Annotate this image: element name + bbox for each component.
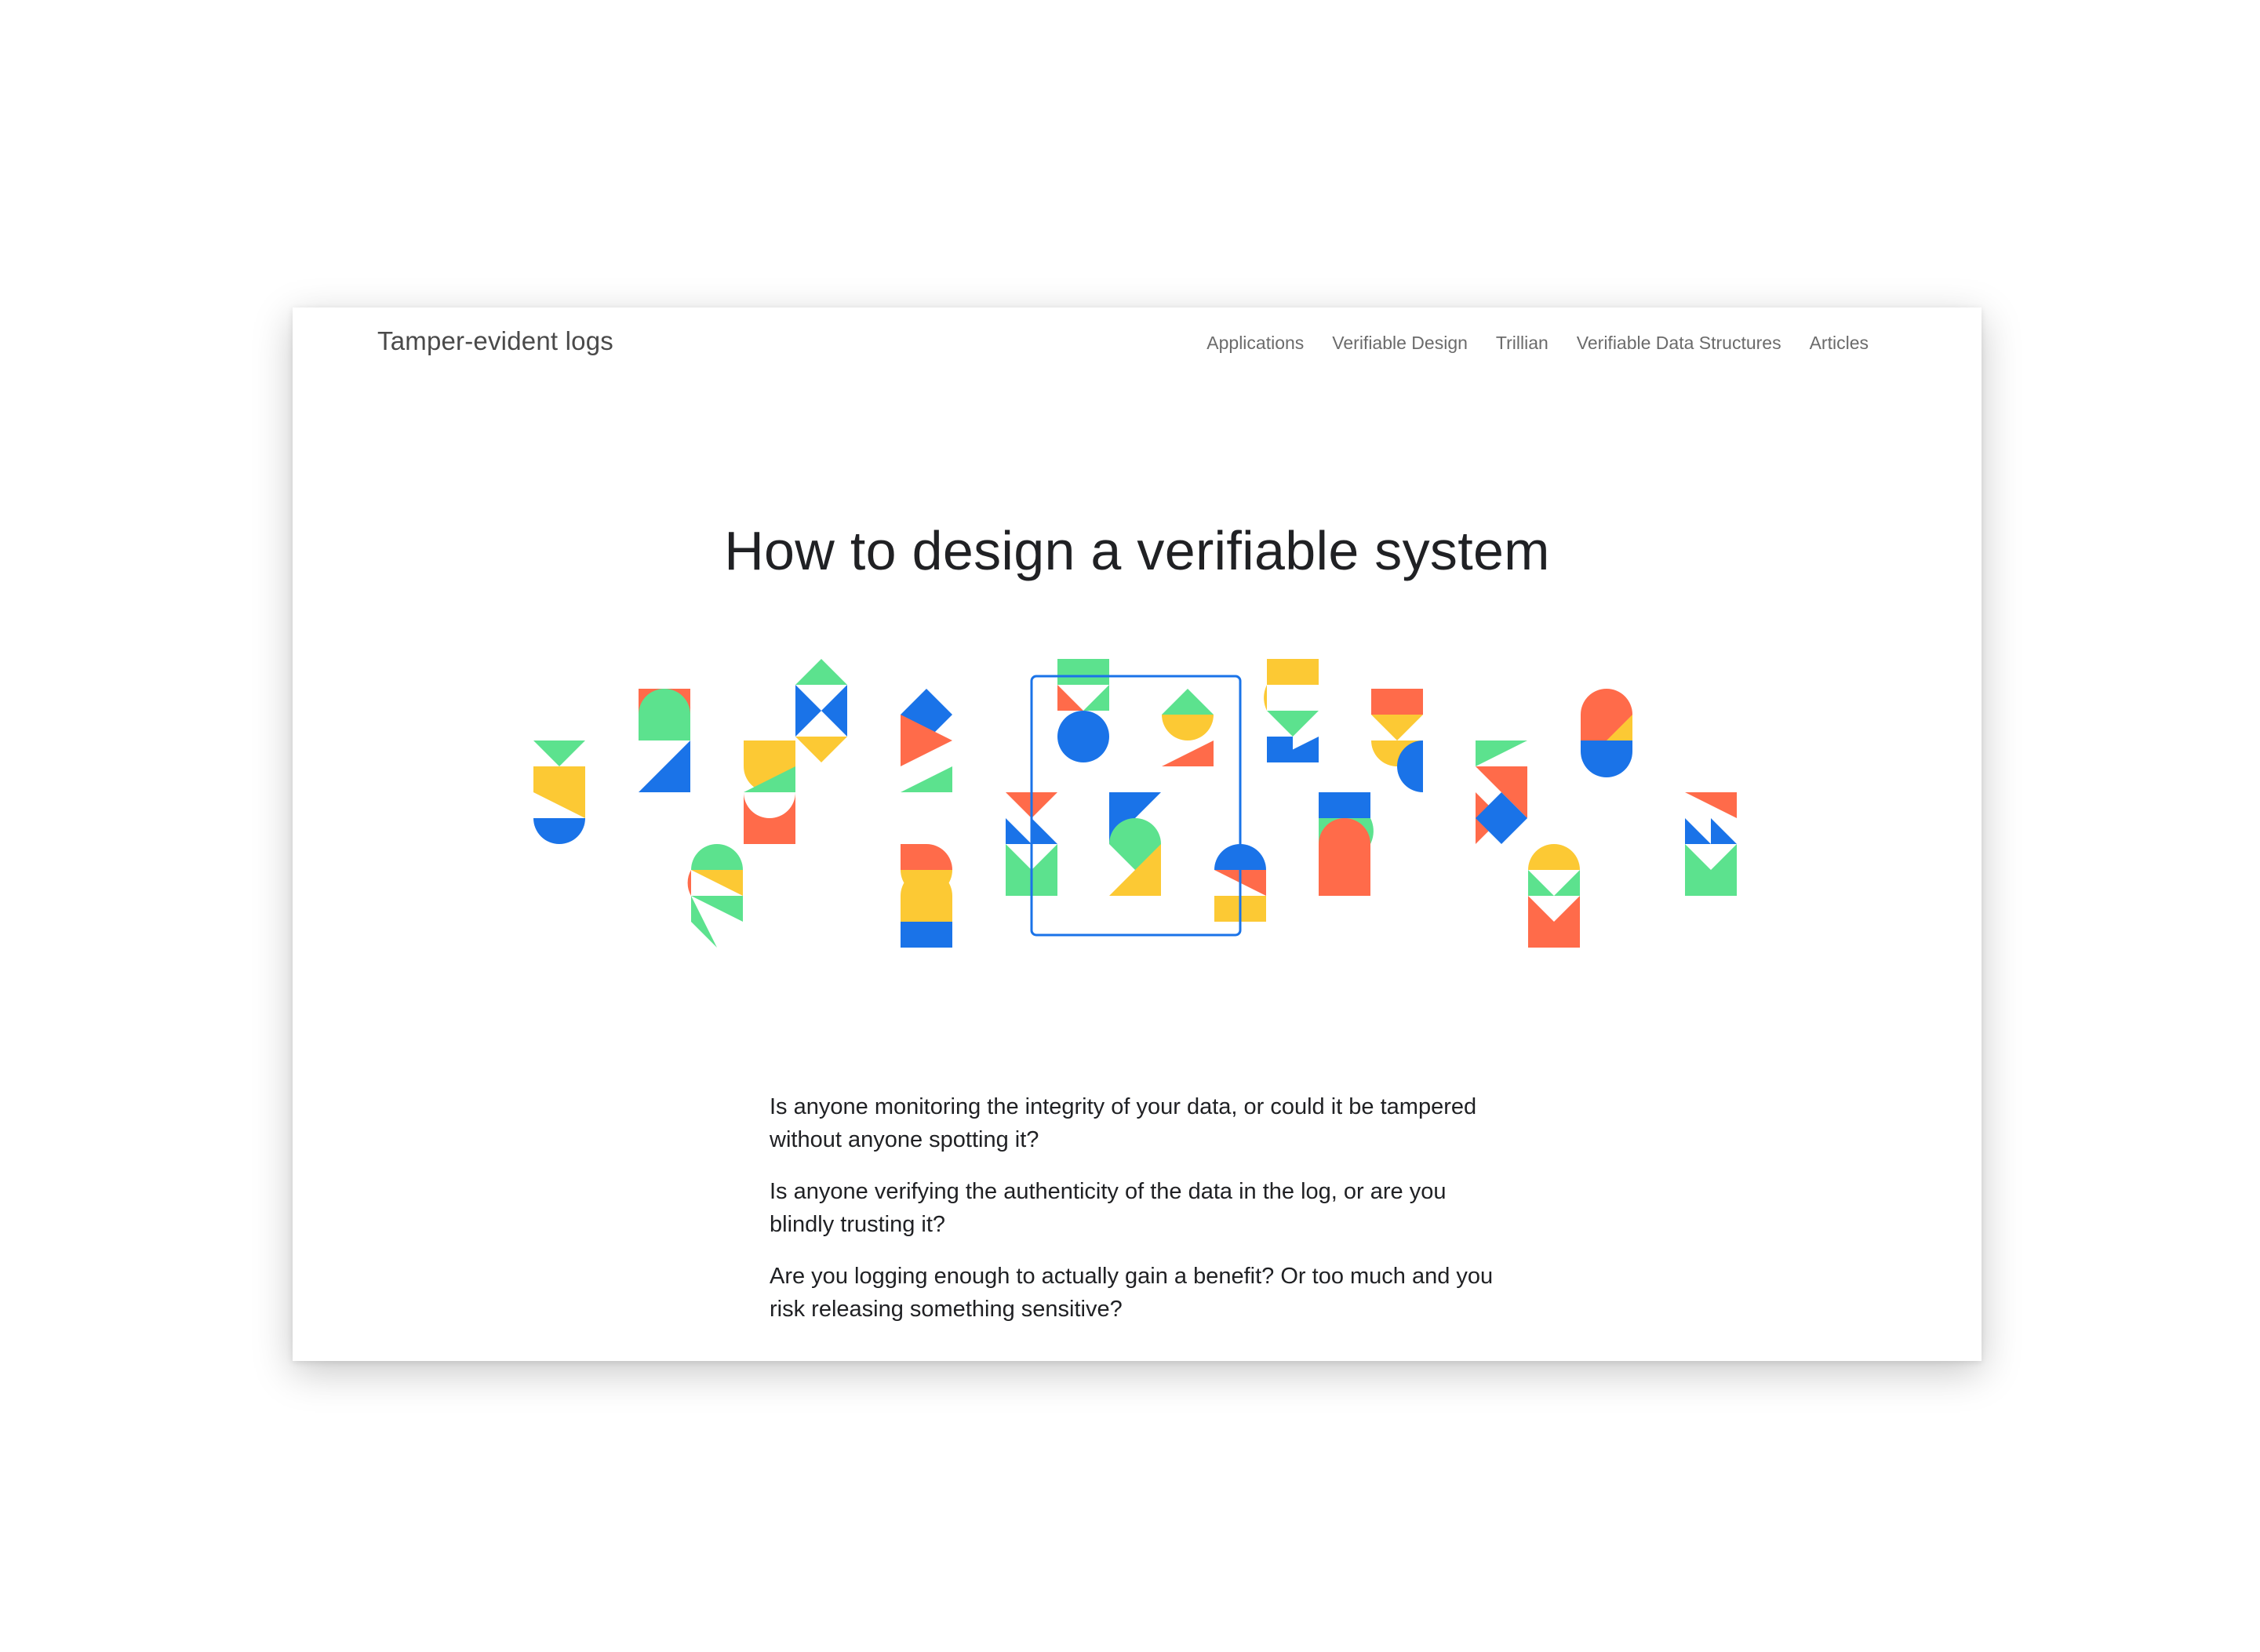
page-title: How to design a verifiable system (724, 520, 1550, 581)
intro-text: Is anyone monitoring the integrity of yo… (770, 1090, 1507, 1345)
glyph-3 (744, 740, 795, 844)
site-title[interactable]: Tamper-evident logs (377, 326, 613, 355)
glyph-13 (1264, 659, 1319, 762)
highlight-frame (1030, 675, 1242, 937)
glyph-7 (901, 844, 952, 948)
nav-trillian[interactable]: Trillian (1495, 333, 1549, 353)
intro-paragraph-1: Is anyone monitoring the integrity of yo… (770, 1094, 1477, 1152)
intro-paragraph-3: Are you logging enough to actually gain … (770, 1264, 1494, 1322)
glyph-9 (1162, 689, 1214, 766)
browser-page: Tamper-evident logs Applications Verifia… (293, 307, 1982, 1361)
glyph-15 (1319, 792, 1374, 896)
glyph-10 (1109, 792, 1161, 896)
glyph-19 (1685, 792, 1737, 896)
geometric-glyphs-illustration (533, 659, 1737, 948)
glyph-1 (533, 740, 585, 844)
glyph-8 (1057, 659, 1109, 762)
main-nav: Applications Verifiable Design Trillian … (1206, 333, 1869, 354)
glyph-18 (1528, 844, 1580, 948)
nav-verifiable-data-structures[interactable]: Verifiable Data Structures (1576, 333, 1781, 353)
glyph-4 (795, 659, 847, 762)
glyph-2 (639, 689, 690, 792)
nav-articles[interactable]: Articles (1809, 333, 1869, 353)
glyph-17 (1581, 689, 1632, 777)
glyph-5 (687, 844, 743, 948)
glyph-14 (1371, 689, 1423, 792)
glyph-16 (1476, 740, 1527, 844)
site-header: Tamper-evident logs Applications Verifia… (293, 307, 1982, 386)
glyph-6 (901, 689, 952, 792)
nav-verifiable-design[interactable]: Verifiable Design (1332, 333, 1468, 353)
intro-paragraph-2: Is anyone verifying the authenticity of … (770, 1179, 1447, 1237)
nav-applications[interactable]: Applications (1206, 333, 1305, 353)
